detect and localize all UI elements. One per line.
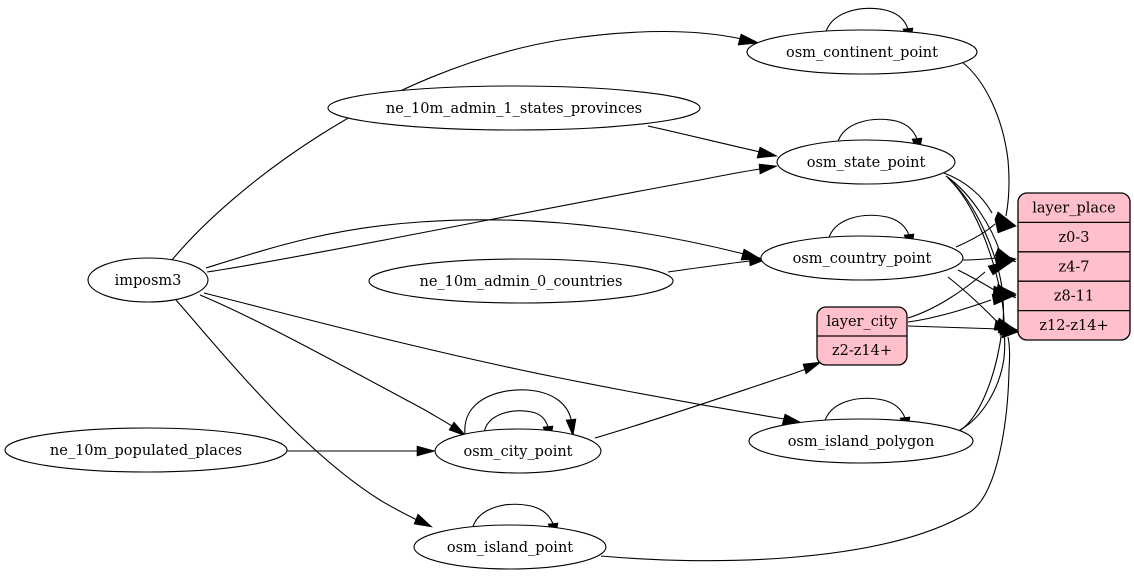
arrowhead-imposm3-osm-state-point: [758, 163, 779, 175]
edge-layer-city-to-layer-place-z12-z14: [907, 325, 1001, 330]
node-osm-country-point[interactable]: osm_country_point: [760, 235, 964, 281]
edge-osm-island-point-to-layer-place-z12-z14: [600, 336, 1011, 562]
edge-imposm3-to-osm-state-point: [206, 168, 761, 273]
node-label-ne-10m-admin-0-countries: ne_10m_admin_0_countries: [420, 274, 623, 290]
node-label-osm-state-point: osm_state_point: [807, 155, 926, 171]
node-shape-ne-10m-admin-0-countries[interactable]: [368, 258, 674, 304]
edge-layer-city-to-layer-place-z4-7: [907, 271, 986, 319]
record-node-layer-place[interactable]: layer_place z0-3 z4-7 z8-11 z12-z14+: [1017, 192, 1131, 341]
record-row-layer-place-z4-7[interactable]: z4-7: [1059, 260, 1090, 276]
node-osm-city-point[interactable]: osm_city_point: [434, 428, 602, 474]
edge-imposm3-to-osm-island-point: [175, 299, 418, 521]
record-row-layer-city-z2-z14[interactable]: z2-z14+: [832, 343, 892, 359]
edge-selfloop-osm-country-point: [827, 214, 910, 242]
edge-imposm3-to-osm-city-point: [199, 294, 453, 427]
record-row-layer-city-title: layer_city: [826, 314, 898, 330]
node-label-osm-continent-point: osm_continent_point: [786, 45, 938, 61]
record-row-layer-place-title: layer_place: [1032, 201, 1116, 217]
node-osm-island-polygon[interactable]: osm_island_polygon: [748, 418, 974, 464]
node-shape-osm-city-point[interactable]: [434, 428, 602, 474]
edge-selfloop-osm-island-point: [471, 503, 554, 531]
node-label-osm-country-point: osm_country_point: [793, 251, 932, 267]
node-ne-10m-admin-1-states-provinces[interactable]: ne_10m_admin_1_states_provinces: [327, 85, 701, 131]
edge-osm-country-point-to-layer-place-z8-11: [957, 269, 997, 292]
arrowhead-layer-city-layer-place-z12-z14: [999, 323, 1020, 336]
edge-osm-island-polygon-to-layer-place-z8-11: [956, 294, 1005, 433]
edge-osm-state-point-to-layer-place-z4-7: [945, 175, 1001, 253]
record-row-layer-place-z8-11[interactable]: z8-11: [1054, 289, 1094, 305]
edge-osm-country-point-to-layer-place-z12-z14: [947, 276, 1000, 325]
node-osm-state-point[interactable]: osm_state_point: [776, 139, 956, 185]
edge-imposm3-to-osm-continent-point: [171, 31, 743, 261]
node-osm-island-point[interactable]: osm_island_point: [413, 524, 607, 570]
node-label-ne-10m-populated-places: ne_10m_populated_places: [50, 443, 242, 459]
edge-osm-city-point-to-layer-city-z2-z14: [594, 368, 807, 439]
record-row-layer-place-z12-z14[interactable]: z12-z14+: [1039, 318, 1108, 334]
node-layer: imposm3 ne_10m_admin_1_states_provinces …: [4, 29, 978, 570]
node-label-osm-city-point: osm_city_point: [463, 444, 572, 460]
edge-selfloop-osm-state-point: [836, 118, 918, 146]
edge-imposm3-to-osm-island-polygon: [203, 292, 785, 420]
node-shape-osm-island-polygon[interactable]: [748, 418, 974, 464]
node-osm-continent-point[interactable]: osm_continent_point: [746, 29, 978, 75]
record-row-layer-place-z0-3[interactable]: z0-3: [1059, 230, 1090, 246]
node-label-osm-island-point: osm_island_point: [447, 540, 573, 556]
arrowhead-imposm3-osm-island-point: [413, 513, 433, 528]
arrowhead-imposm3-osm-city-point: [448, 421, 467, 437]
record-box-layer-place[interactable]: [1017, 192, 1131, 341]
node-shape-ne-10m-admin-1-states-provinces[interactable]: [327, 85, 701, 131]
edge-osm-country-point-to-layer-place-z0-3: [955, 223, 996, 248]
node-ne-10m-admin-0-countries[interactable]: ne_10m_admin_0_countries: [368, 258, 674, 304]
edge-osm-continent-point-to-layer-place-z0-3: [961, 61, 1010, 217]
arrowhead-layer-city-layer-place-z4-7: [987, 258, 1017, 276]
edge-selfloop-outer-osm-city-point: [464, 389, 572, 435]
record-node-layer: layer_place z0-3 z4-7 z8-11 z12-z14+ lay…: [816, 192, 1131, 366]
edge-osm-country-point-to-layer-place-z4-7: [962, 257, 997, 261]
node-label-imposm3: imposm3: [115, 273, 182, 289]
edge-imposm3-to-osm-country-point: [205, 219, 745, 269]
arrowhead-osm-city-point-layer-city-z2-z14: [802, 361, 822, 375]
record-node-layer-city[interactable]: layer_city z2-z14+: [816, 306, 908, 366]
edge-selfloop-osm-island-polygon: [823, 397, 906, 425]
edge-osm-island-polygon-to-layer-place-z12-z14: [959, 331, 1006, 431]
arrowhead-selfloop-outer-osm-city-point: [565, 418, 577, 438]
node-shape-ne-10m-populated-places[interactable]: [4, 427, 288, 473]
arrowhead-layer-city-layer-place-z8-11: [991, 293, 1017, 306]
arrowhead-ne-populated-osm-city-point: [416, 445, 437, 457]
edge-ne-states-to-osm-state-point: [647, 125, 761, 153]
arrowhead-ne-states-osm-state-point: [756, 146, 779, 159]
node-shape-imposm3[interactable]: [87, 257, 209, 303]
node-label-ne-10m-admin-1-states-provinces: ne_10m_admin_1_states_provinces: [386, 101, 642, 117]
node-ne-10m-populated-places[interactable]: ne_10m_populated_places: [4, 427, 288, 473]
edge-layer-city-to-layer-place-z8-11: [907, 299, 992, 323]
node-label-osm-island-polygon: osm_island_polygon: [788, 434, 935, 450]
arrowhead-osm-country-point-layer-place-z0-3: [994, 219, 1017, 234]
edge-selfloop-osm-continent-point: [824, 7, 909, 36]
node-shape-osm-island-point[interactable]: [413, 524, 607, 570]
edge-osm-state-point-to-layer-place-z0-3: [943, 172, 993, 214]
node-shape-osm-country-point[interactable]: [760, 235, 964, 281]
node-shape-osm-continent-point[interactable]: [746, 29, 978, 75]
edge-ne-countries-to-osm-country-point: [667, 260, 751, 273]
node-imposm3[interactable]: imposm3: [87, 257, 209, 303]
node-shape-osm-state-point[interactable]: [776, 139, 956, 185]
edge-selfloop-inner-osm-city-point: [483, 410, 549, 434]
arrowhead-imposm3-osm-continent-point: [737, 33, 761, 46]
